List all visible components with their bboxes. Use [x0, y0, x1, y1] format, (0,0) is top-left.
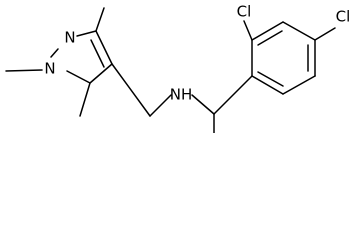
bond-c3-methyl: [95, 7, 105, 32]
bond-n2-c3: [76, 30, 97, 37]
bond-n1-methyl: [5, 69, 43, 72]
bond-n1-n2: [50, 48, 59, 58]
atom-label-cl-top: Cl: [237, 3, 252, 21]
bond-ar-inner-3: [257, 71, 284, 87]
bond-c5-methyl: [79, 82, 91, 117]
bond-c5-n1: [66, 70, 91, 84]
bond-c3-c4-double: [90, 39, 105, 68]
bond-c4-methylene: [111, 63, 151, 117]
bond-methylene-amine: [149, 94, 172, 117]
atom-label-n-pyrazole-2: N: [64, 29, 75, 47]
bond-ar-c6-c1: [251, 75, 284, 95]
structure-canvas: Cl Cl N N NH: [5, 2, 351, 133]
bond-ar-c5-c6: [282, 75, 316, 95]
atom-label-n-amine: NH: [170, 86, 193, 104]
bond-ar-c3-c4: [282, 21, 316, 41]
atom-label-cl-right: Cl: [336, 8, 351, 26]
bond-ar-c2-c3: [251, 21, 284, 41]
bond-ch-aryl: [213, 75, 253, 115]
bond-ar-inner-1: [257, 30, 283, 46]
bond-ar-cl-right: [314, 27, 336, 41]
bond-amine-ch: [191, 94, 215, 115]
bond-c4-c5: [89, 63, 113, 84]
atom-label-n-pyrazole-1: N: [44, 60, 55, 78]
chemical-structure-diagram: Cl Cl N N NH: [5, 3, 351, 133]
bond-ar-cl-top: [243, 20, 253, 41]
bond-c3-c4: [95, 30, 113, 65]
